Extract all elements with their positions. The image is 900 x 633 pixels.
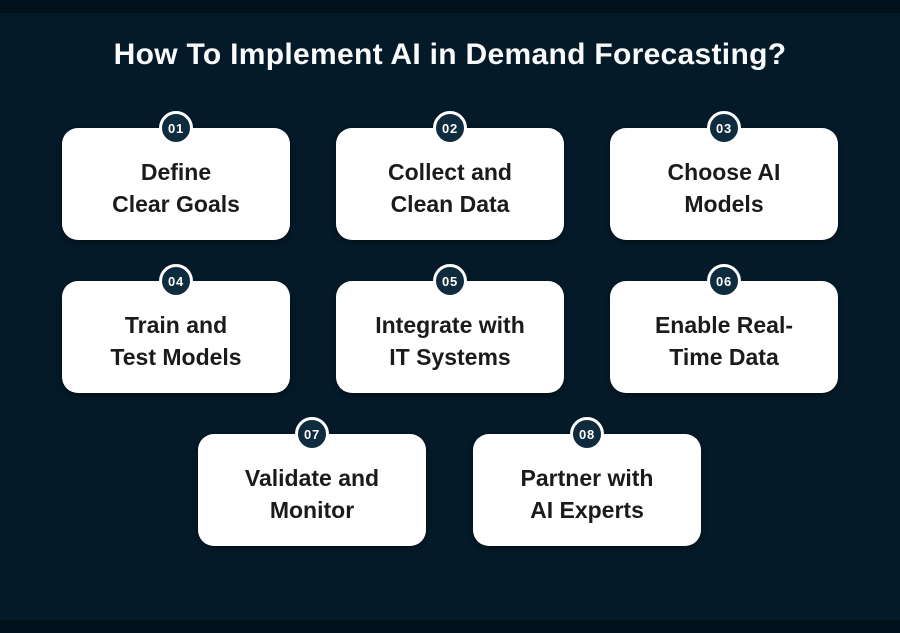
step-label: Choose AI Models xyxy=(610,128,838,240)
step-number-badge: 06 xyxy=(707,264,741,298)
step-label-line2: Test Models xyxy=(110,343,242,370)
step-label-line1: Choose AI xyxy=(667,158,781,185)
step-label: Collect and Clean Data xyxy=(336,128,564,240)
step-label-line1: Train and xyxy=(124,311,228,338)
step-label-line1: Integrate with xyxy=(375,311,525,338)
step-label: Define Clear Goals xyxy=(62,128,290,240)
step-label: Integrate with IT Systems xyxy=(336,281,564,393)
step-number-badge: 07 xyxy=(295,417,329,451)
step-card-1: 01 Define Clear Goals xyxy=(62,111,290,240)
step-card-6: 06 Enable Real- Time Data xyxy=(610,264,838,393)
step-label: Partner with AI Experts xyxy=(473,434,701,546)
step-card-7: 07 Validate and Monitor xyxy=(198,417,426,546)
step-label-line2: AI Experts xyxy=(530,496,644,523)
step-label-line2: Models xyxy=(684,190,764,217)
step-label-line2: Time Data xyxy=(669,343,779,370)
step-number-badge: 03 xyxy=(707,111,741,145)
step-label-line2: IT Systems xyxy=(389,343,511,370)
step-label-line1: Define xyxy=(140,158,212,185)
step-number-badge: 08 xyxy=(570,417,604,451)
step-label-line1: Partner with xyxy=(520,464,654,491)
step-label-line1: Validate and xyxy=(244,464,380,491)
step-label-line1: Enable Real- xyxy=(654,311,794,338)
step-label-line1: Collect and xyxy=(388,158,512,185)
step-card-3: 03 Choose AI Models xyxy=(610,111,838,240)
step-card-4: 04 Train and Test Models xyxy=(62,264,290,393)
step-number-badge: 04 xyxy=(159,264,193,298)
step-card-8: 08 Partner with AI Experts xyxy=(473,417,701,546)
step-number-badge: 02 xyxy=(433,111,467,145)
step-label: Train and Test Models xyxy=(62,281,290,393)
step-label: Validate and Monitor xyxy=(198,434,426,546)
step-label-line2: Clean Data xyxy=(390,190,510,217)
step-label-line2: Clear Goals xyxy=(112,190,240,217)
step-number-badge: 05 xyxy=(433,264,467,298)
step-label-line2: Monitor xyxy=(269,496,355,523)
step-number-badge: 01 xyxy=(159,111,193,145)
step-card-2: 02 Collect and Clean Data xyxy=(336,111,564,240)
step-label: Enable Real- Time Data xyxy=(610,281,838,393)
step-card-5: 05 Integrate with IT Systems xyxy=(336,264,564,393)
infographic-title: How To Implement AI in Demand Forecastin… xyxy=(113,38,787,71)
